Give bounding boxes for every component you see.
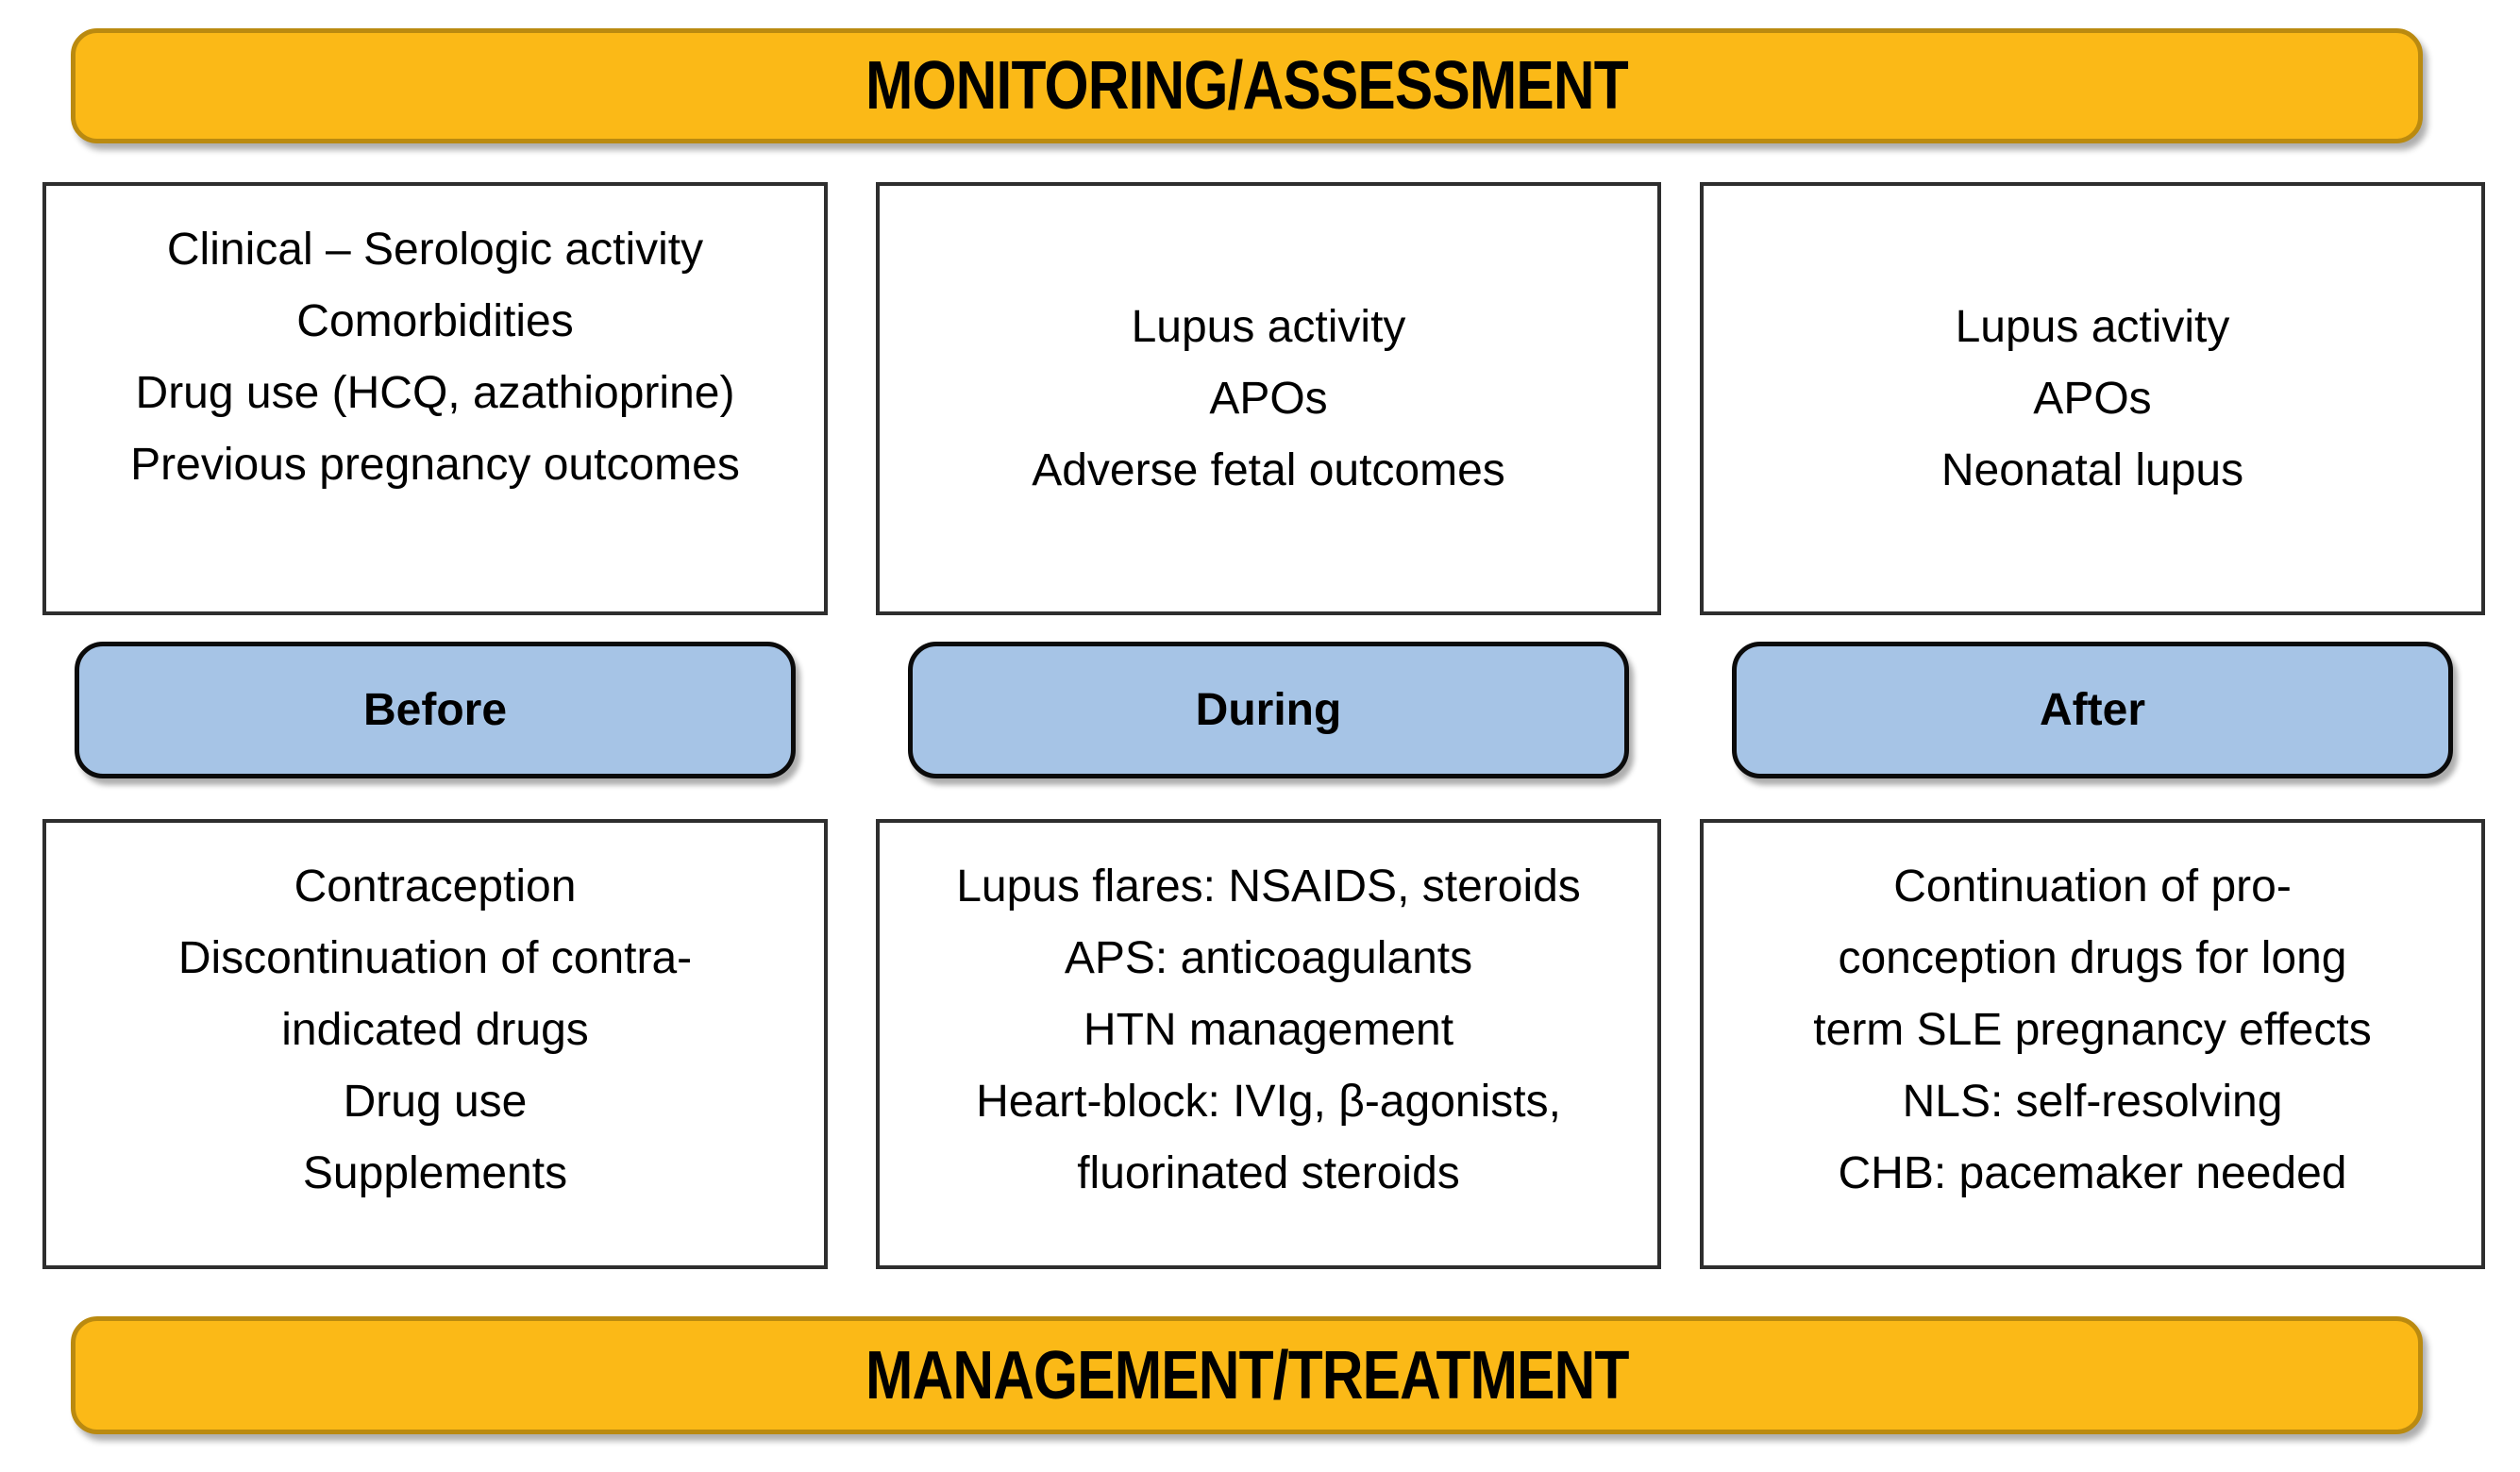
phase-label-before: Before bbox=[75, 642, 796, 778]
management-after-text: Continuation of pro- conception drugs fo… bbox=[1813, 861, 2372, 1198]
management-during-box: Lupus flares: NSAIDS, steroids APS: anti… bbox=[876, 819, 1661, 1269]
monitoring-before-box: Clinical – Serologic activity Comorbidit… bbox=[42, 182, 828, 615]
phase-label-during: During bbox=[908, 642, 1629, 778]
monitoring-after-text: Lupus activity APOs Neonatal lupus bbox=[1940, 301, 2244, 495]
monitoring-during-text: Lupus activity APOs Adverse fetal outcom… bbox=[1032, 301, 1505, 495]
monitoring-assessment-banner: MONITORING/ASSESSMENT bbox=[71, 28, 2423, 143]
after-column: Lupus activity APOs Neonatal lupus After… bbox=[1700, 182, 2485, 1269]
monitoring-during-box: Lupus activity APOs Adverse fetal outcom… bbox=[876, 182, 1661, 615]
before-column: Clinical – Serologic activity Comorbidit… bbox=[42, 182, 828, 1269]
phase-label-after: After bbox=[1732, 642, 2453, 778]
monitoring-assessment-banner-label: MONITORING/ASSESSMENT bbox=[865, 48, 1629, 124]
monitoring-before-text: Clinical – Serologic activity Comorbidit… bbox=[130, 225, 740, 490]
during-column: Lupus activity APOs Adverse fetal outcom… bbox=[876, 182, 1661, 1269]
management-treatment-banner-label: MANAGEMENT/TREATMENT bbox=[865, 1337, 1629, 1413]
phase-label-after-text: After bbox=[2039, 685, 2145, 735]
management-before-box: Contraception Discontinuation of contra-… bbox=[42, 819, 828, 1269]
management-treatment-banner: MANAGEMENT/TREATMENT bbox=[71, 1316, 2423, 1434]
management-after-box: Continuation of pro- conception drugs fo… bbox=[1700, 819, 2485, 1269]
management-before-text: Contraception Discontinuation of contra-… bbox=[177, 861, 693, 1198]
phase-label-before-text: Before bbox=[362, 685, 508, 735]
monitoring-after-box: Lupus activity APOs Neonatal lupus bbox=[1700, 182, 2485, 615]
management-during-text: Lupus flares: NSAIDS, steroids APS: anti… bbox=[956, 861, 1581, 1198]
phase-label-during-text: During bbox=[1195, 685, 1342, 735]
